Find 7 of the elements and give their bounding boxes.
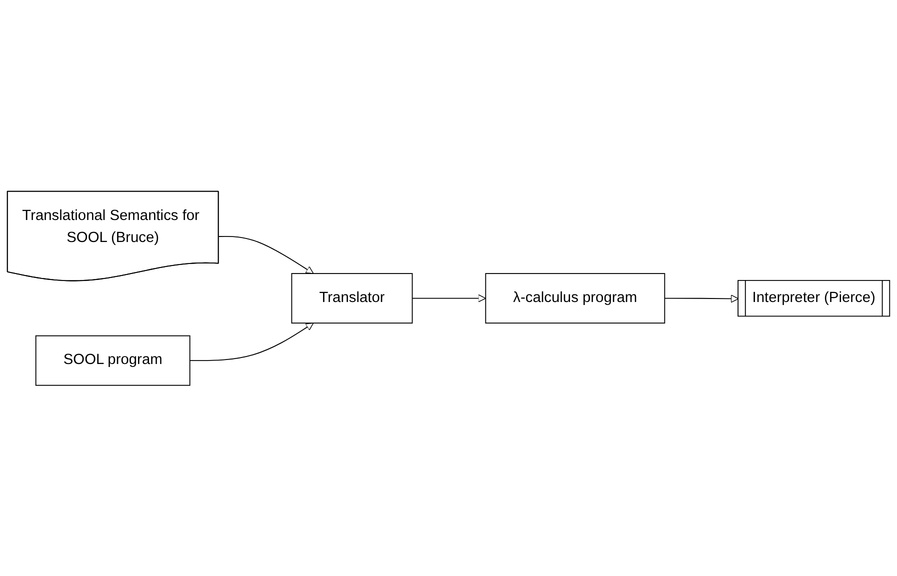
arrow: [189, 322, 314, 361]
node-box: SOOL program: [35, 335, 190, 386]
node-box: λ-calculus program: [485, 272, 666, 324]
node-box: Translator: [291, 272, 413, 324]
arrow: [218, 236, 314, 274]
arrow: [412, 294, 486, 302]
arrow: [664, 294, 739, 302]
